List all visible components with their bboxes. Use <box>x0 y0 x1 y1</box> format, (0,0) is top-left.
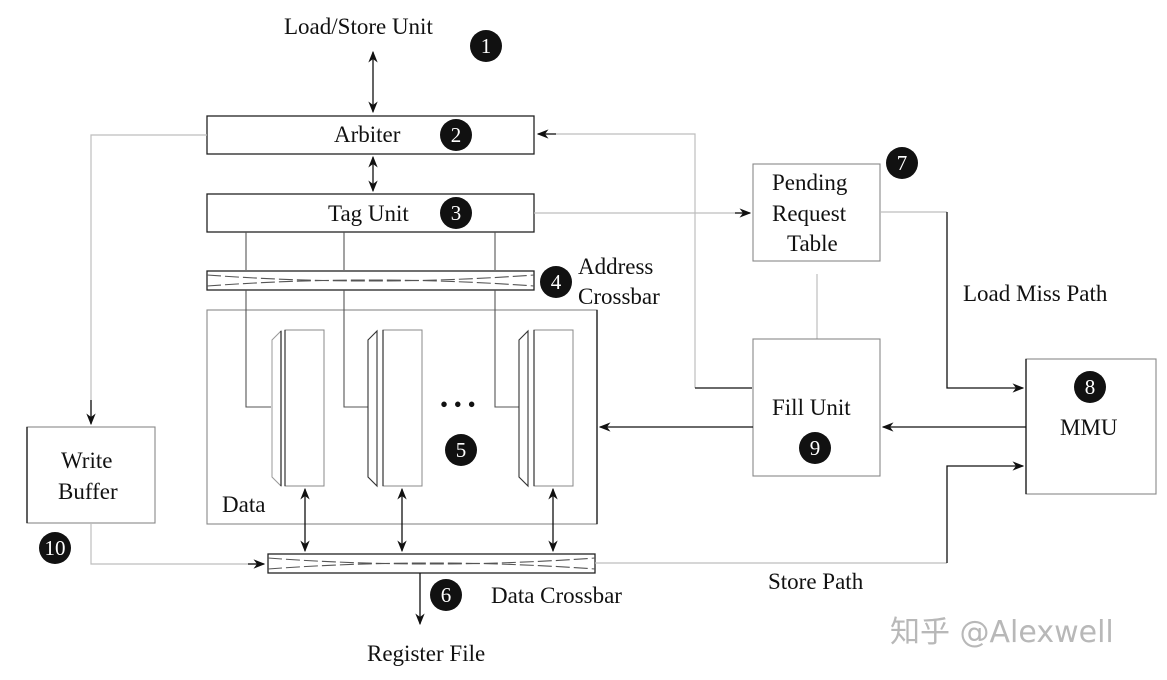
prt-label-3: Table <box>787 231 838 256</box>
badge-4-text: 4 <box>551 270 562 294</box>
badge-7: 7 <box>886 147 918 179</box>
fill-unit-label: Fill Unit <box>772 395 851 420</box>
badge-6: 6 <box>430 579 462 611</box>
badge-1: 1 <box>470 30 502 62</box>
addr-bank-line-1 <box>245 290 271 408</box>
write-buffer-label-2: Buffer <box>58 479 118 504</box>
tag-unit-box <box>206 193 535 233</box>
data-label: Data <box>222 492 265 517</box>
write-buffer-box <box>26 426 156 524</box>
tag-unit-label: Tag Unit <box>328 201 409 226</box>
addr-bank-line-3 <box>494 290 519 408</box>
badge-6-text: 6 <box>441 583 452 607</box>
load-miss-path-arrow <box>946 212 1025 393</box>
badge-5: 5 <box>445 434 477 466</box>
badge-10: 10 <box>39 532 71 564</box>
badge-5-text: 5 <box>456 438 467 462</box>
badge-10-text: 10 <box>45 536 66 560</box>
arbiter-label: Arbiter <box>334 122 401 147</box>
prt-label-2: Request <box>772 201 847 226</box>
load-miss-path-label: Load Miss Path <box>963 281 1108 306</box>
badge-3-text: 3 <box>451 201 462 225</box>
register-file-label: Register File <box>367 641 485 666</box>
data-crossbar-label: Data Crossbar <box>491 583 622 608</box>
badge-9: 9 <box>799 432 831 464</box>
store-path-label: Store Path <box>768 569 864 594</box>
fill-arbiter-line <box>538 133 696 388</box>
address-crossbar <box>206 270 535 291</box>
addr-bank-line-2 <box>343 290 368 408</box>
write-buffer-label-1: Write <box>61 448 112 473</box>
banks-ellipsis: • • • <box>440 392 476 417</box>
mmu-label: MMU <box>1060 415 1118 440</box>
writebuffer-crossbar-line <box>90 523 262 565</box>
badge-9-text: 9 <box>810 436 821 460</box>
badge-2-text: 2 <box>451 123 462 147</box>
badge-7-text: 7 <box>897 151 908 175</box>
data-bank-2 <box>367 329 423 488</box>
badge-1-text: 1 <box>481 34 492 58</box>
data-crossbar <box>267 553 596 574</box>
watermark: 知乎 @Alexwell <box>890 615 1114 650</box>
data-bank-n <box>518 329 574 488</box>
badge-8-text: 8 <box>1085 375 1096 399</box>
badge-2: 2 <box>440 119 472 151</box>
store-path-arrow <box>946 461 1025 563</box>
arbiter-box <box>206 115 535 155</box>
badge-3: 3 <box>440 197 472 229</box>
prt-label-1: Pending <box>772 170 848 195</box>
address-crossbar-label-2: Crossbar <box>578 284 660 309</box>
load-store-unit-label: Load/Store Unit <box>284 14 433 39</box>
data-bank-1 <box>271 329 325 488</box>
address-crossbar-label-1: Address <box>578 254 653 279</box>
arbiter-writebuffer-line <box>90 134 207 423</box>
badge-8: 8 <box>1074 371 1106 403</box>
badge-4: 4 <box>540 266 572 298</box>
